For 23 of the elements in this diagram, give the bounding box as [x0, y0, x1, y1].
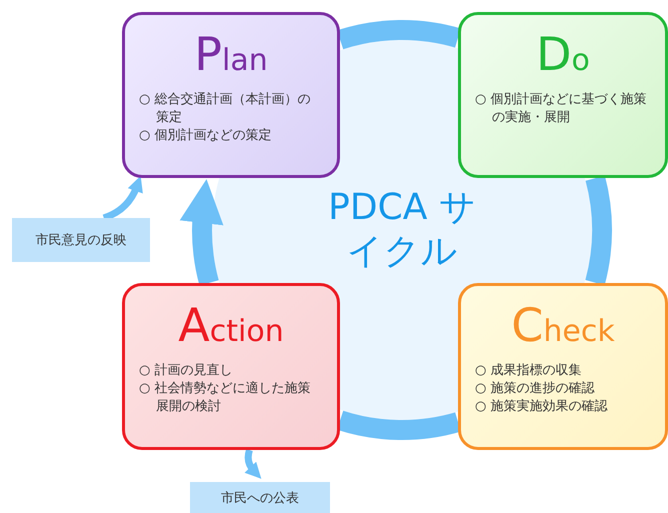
bullet-text: ○ 総合交通計画（本計画）の策定: [139, 91, 312, 127]
stage-title: Check: [510, 298, 616, 352]
bullet-text: ○ 施策の進捗の確認: [475, 380, 596, 398]
arrow: [244, 449, 262, 480]
bullet-text: ○ 個別計画などの策定: [139, 127, 272, 145]
cycle-label: PDCA サイクル: [327, 186, 477, 274]
stage-card: [122, 12, 340, 178]
stage-card: [458, 283, 668, 450]
stage-card: [122, 283, 340, 450]
bullet-text: ○ 施策実施効果の確認: [475, 398, 608, 416]
stage-title: Do: [535, 27, 591, 81]
stage-title: Plan: [193, 27, 269, 81]
stage-title: Action: [177, 298, 285, 352]
bullet-text: ○ 社会情勢などに適した施策展開の検討: [139, 380, 312, 416]
bullet-text: ○ 成果指標の収集: [475, 362, 582, 380]
bullet-text: ○ 計画の見直し: [139, 362, 234, 380]
arrow: [180, 179, 224, 286]
note-box: [190, 482, 330, 513]
bullet-text: ○ 個別計画などに基づく施策の実施・展開: [475, 91, 648, 127]
note-text: 市民意見の反映: [36, 232, 126, 249]
stage-card: [458, 12, 668, 178]
note-box: [12, 218, 150, 262]
note-text: 市民への公表: [221, 490, 299, 506]
